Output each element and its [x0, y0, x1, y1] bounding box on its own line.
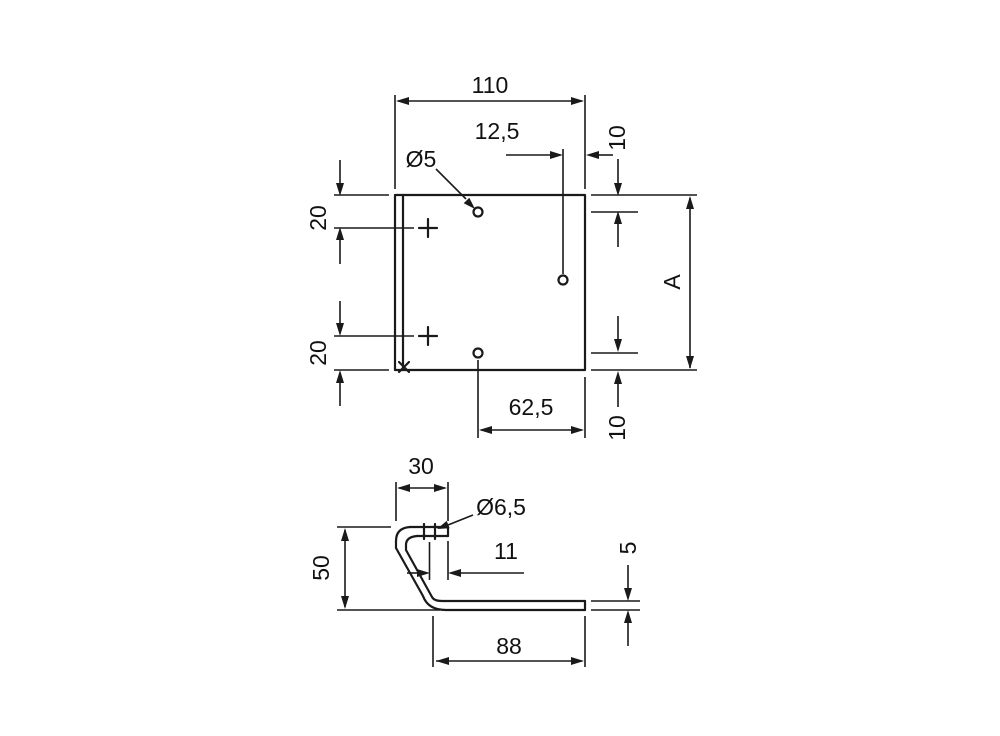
base-length-dim-label: 88 [496, 633, 522, 659]
margin-bottom-dim-label: 10 [604, 415, 630, 441]
material-thickness-dim-label: 5 [615, 542, 641, 555]
hole-top-left [472, 206, 484, 218]
hole-diameter-label: Ø5 [406, 146, 437, 172]
margin-top-dim-label: 10 [604, 125, 630, 151]
flange-hole-diameter-label: Ø6,5 [476, 494, 526, 520]
pitch-bottom-dim-label: 20 [305, 340, 331, 366]
top-view: 110 12,5 Ø5 10 A 10 20 20 62,5 [305, 72, 697, 441]
side-view-dimensions [337, 482, 640, 667]
pitch-top-dim-label: 20 [305, 205, 331, 231]
height-ref-dim-label: A [659, 274, 685, 290]
hole-offset-right-dim-label: 12,5 [475, 118, 520, 144]
side-view: 30 Ø6,5 11 50 5 88 [308, 453, 641, 667]
hole-right [557, 274, 569, 286]
top-view-plate-outline [393, 193, 587, 374]
flange-width-dim-label: 30 [408, 453, 434, 479]
hole-bottom [472, 347, 484, 359]
top-width-dim-label: 110 [472, 72, 509, 98]
side-view-profile-outline [394, 522, 587, 612]
hole-offset-bottom-dim-label: 62,5 [509, 394, 554, 420]
profile-height-dim-label: 50 [308, 555, 334, 581]
top-view-dimensions [334, 95, 697, 438]
flange-hole-offset-dim-label: 11 [494, 538, 518, 564]
